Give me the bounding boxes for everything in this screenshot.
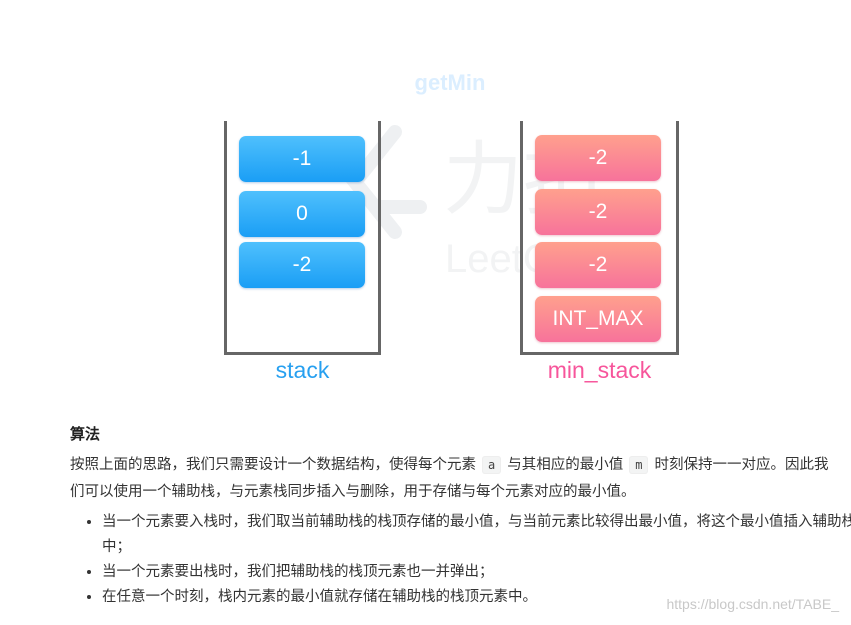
para-text: 按照上面的思路，我们只需要设计一个数据结构，使得每个元素 — [70, 457, 476, 473]
stack-item: -2 — [239, 242, 365, 288]
section-heading: 算法 — [70, 425, 101, 443]
stack-container: -1 0 -2 — [224, 121, 381, 355]
stack-item: -1 — [239, 136, 365, 182]
min-stack-item: -2 — [535, 242, 661, 288]
list-item: 在任意一个时刻，栈内元素的最小值就存储在辅助栈的栈顶元素中。 — [102, 585, 851, 610]
figure-title: getMin — [414, 70, 486, 95]
inline-code-a: a — [482, 456, 502, 474]
algorithm-steps-list: 当一个元素要入栈时，我们取当前辅助栈的栈顶存储的最小值，与当前元素比较得出最小值… — [82, 510, 851, 610]
min-stack-item: -2 — [535, 135, 661, 181]
min-stack-container: -2 -2 -2 INT_MAX — [520, 121, 679, 355]
stack-label: stack — [275, 357, 330, 383]
source-credit: https://blog.csdn.net/TABE_ — [666, 596, 839, 612]
list-item: 当一个元素要出栈时，我们把辅助栈的栈顶元素也一并弹出； — [102, 560, 851, 585]
min-stack-item: INT_MAX — [535, 296, 661, 342]
min-stack-item: -2 — [535, 189, 661, 235]
list-item: 当一个元素要入栈时，我们取当前辅助栈的栈顶存储的最小值，与当前元素比较得出最小值… — [102, 510, 851, 560]
inline-code-m: m — [629, 456, 649, 474]
stack-item: 0 — [239, 191, 365, 237]
min-stack-label: min_stack — [547, 357, 652, 383]
para-text: 与其相应的最小值 — [507, 457, 624, 473]
para-text: 时刻保持一一对应。因此我们可以使用一个辅助栈，与元素栈同步插入与删除，用于存储与… — [70, 457, 829, 500]
